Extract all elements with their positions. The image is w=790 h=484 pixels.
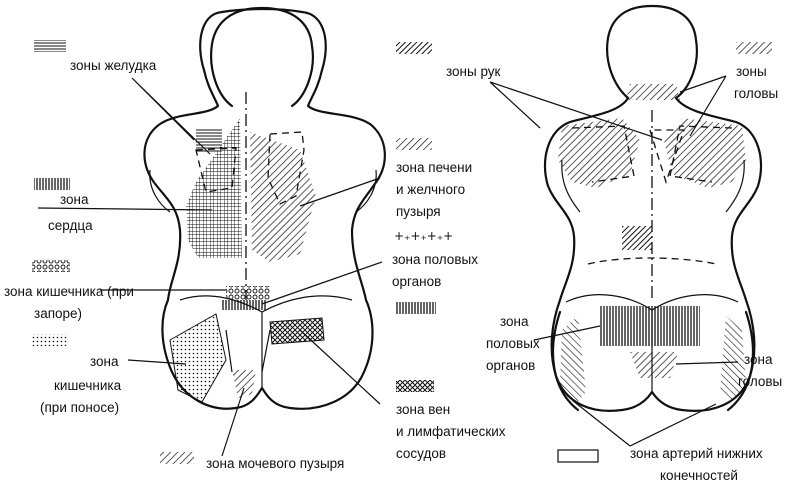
- right-shoulder-right-zone: [664, 118, 746, 188]
- left-intestine-diarrhea-zone: [169, 313, 227, 403]
- right-arm-right: [725, 159, 745, 213]
- right-arm-left: [561, 159, 581, 213]
- leader-genital: [261, 261, 383, 305]
- legend-bladder-swatch: [160, 452, 194, 464]
- label-diarrhea-2: кишечника: [54, 378, 122, 393]
- label-bladder: зона мочевого пузыря: [206, 456, 344, 471]
- leader-stomach: [131, 77, 211, 155]
- right-genital-zone: [600, 306, 700, 346]
- legend-liver-swatch: [396, 138, 432, 150]
- label-diarrhea-3: (при поносе): [40, 400, 119, 415]
- label-heart-1: зона: [60, 192, 89, 207]
- label-right-genital-3: органов: [486, 358, 535, 373]
- label-right-genital-2: половых: [486, 336, 540, 351]
- legend-liver-plus-swatch: +₊+₊+₊+: [394, 229, 453, 243]
- label-veins-3: сосудов: [396, 446, 446, 461]
- right-mid-block-zone: [622, 226, 652, 250]
- legend-constipation-swatch: [32, 260, 70, 272]
- label-arteries-1: зона артерий нижних: [630, 446, 763, 461]
- leader-arteries: [571, 399, 717, 447]
- label-veins-2: и лимфатических: [396, 424, 506, 439]
- left-stomach-dashed-zone: [195, 147, 237, 193]
- label-constipation-1: зона кишечника (при: [4, 284, 134, 299]
- label-arms: зоны рук: [446, 64, 501, 79]
- leader-arms: [489, 81, 663, 141]
- left-figure: [143, 6, 386, 410]
- left-inner-thigh-lines: [225, 329, 271, 373]
- legend-genital-swatch: [396, 302, 436, 314]
- leader-right-genital: [533, 325, 601, 341]
- left-heart-zone: [186, 118, 242, 258]
- right-head-zone-dashed: [649, 129, 685, 185]
- label-veins-1: зона вен: [396, 402, 450, 417]
- legend-stomach-swatch: [34, 40, 66, 52]
- label-head-top-2: головы: [734, 86, 778, 101]
- leader-head-top: [679, 75, 727, 137]
- right-blade-right-dashed: [669, 125, 733, 183]
- right-head-outline: [606, 4, 698, 100]
- left-legend: +₊+₊+₊+: [32, 40, 453, 464]
- right-legend: [557, 42, 772, 463]
- legend-dense-swatch: [396, 42, 432, 54]
- left-liver-zone: [250, 132, 316, 262]
- right-neck-zone: [626, 84, 680, 100]
- left-stomach-horiz-zone: [196, 128, 222, 152]
- label-right-head-bottom-1: зона: [744, 352, 773, 367]
- legend-veins-swatch: [396, 380, 434, 392]
- label-genital-1: зона половых: [392, 252, 478, 267]
- left-liver-dashed-zone: [267, 131, 305, 205]
- left-leaders: [37, 77, 383, 457]
- right-leaders: [489, 75, 739, 447]
- label-right-genital-1: зона: [500, 314, 529, 329]
- leader-diarrhea: [127, 359, 187, 365]
- right-lower-head-zone: [630, 352, 678, 378]
- label-head-top-1: зоны: [736, 64, 767, 79]
- legend-diarrhea-swatch: [32, 334, 68, 346]
- right-waist-dashed: [587, 257, 717, 265]
- legend-arteries-swatch: [557, 449, 599, 463]
- leader-bladder: [221, 387, 245, 457]
- leader-heart: [37, 207, 213, 211]
- left-bladder-zone: [232, 370, 256, 398]
- label-constipation-2: запоре): [34, 306, 82, 321]
- right-labels: зоны рук зоны головы зона половых органо…: [446, 64, 782, 483]
- left-genital-zone: [222, 300, 266, 310]
- label-liver-2: и желчного: [396, 182, 465, 197]
- leader-right-head-bottom: [675, 361, 739, 365]
- label-heart-2: сердца: [48, 218, 93, 233]
- label-arteries-2: конечностей: [660, 468, 738, 483]
- left-veins-zone: [269, 317, 325, 345]
- right-outer-hatch-left: [560, 316, 586, 404]
- label-liver-1: зона печени: [396, 160, 472, 175]
- label-right-head-bottom-2: головы: [738, 374, 782, 389]
- right-shoulder-left-zone: [558, 118, 640, 188]
- right-outer-hatch-right: [720, 316, 746, 404]
- legend-arms-swatch: [736, 42, 772, 54]
- right-blade-left-dashed: [571, 125, 635, 183]
- left-intestine-constipation-zone: [226, 286, 270, 300]
- leader-veins: [299, 329, 381, 405]
- label-liver-3: пузыря: [396, 204, 441, 219]
- right-figure: [543, 4, 763, 412]
- label-stomach: зоны желудка: [70, 58, 157, 73]
- label-diarrhea-1: зона: [90, 354, 119, 369]
- left-labels: зоны желудка зона сердца зона кишечника …: [4, 58, 506, 471]
- label-genital-2: органов: [392, 274, 441, 289]
- legend-heart-swatch: [34, 178, 70, 190]
- right-leg-artery-left: [551, 310, 580, 412]
- left-body-outline: [143, 7, 386, 410]
- leader-liver: [299, 177, 381, 207]
- right-leg-artery-right: [726, 310, 755, 412]
- left-arm-right: [355, 169, 377, 213]
- left-head-outline: [210, 6, 314, 108]
